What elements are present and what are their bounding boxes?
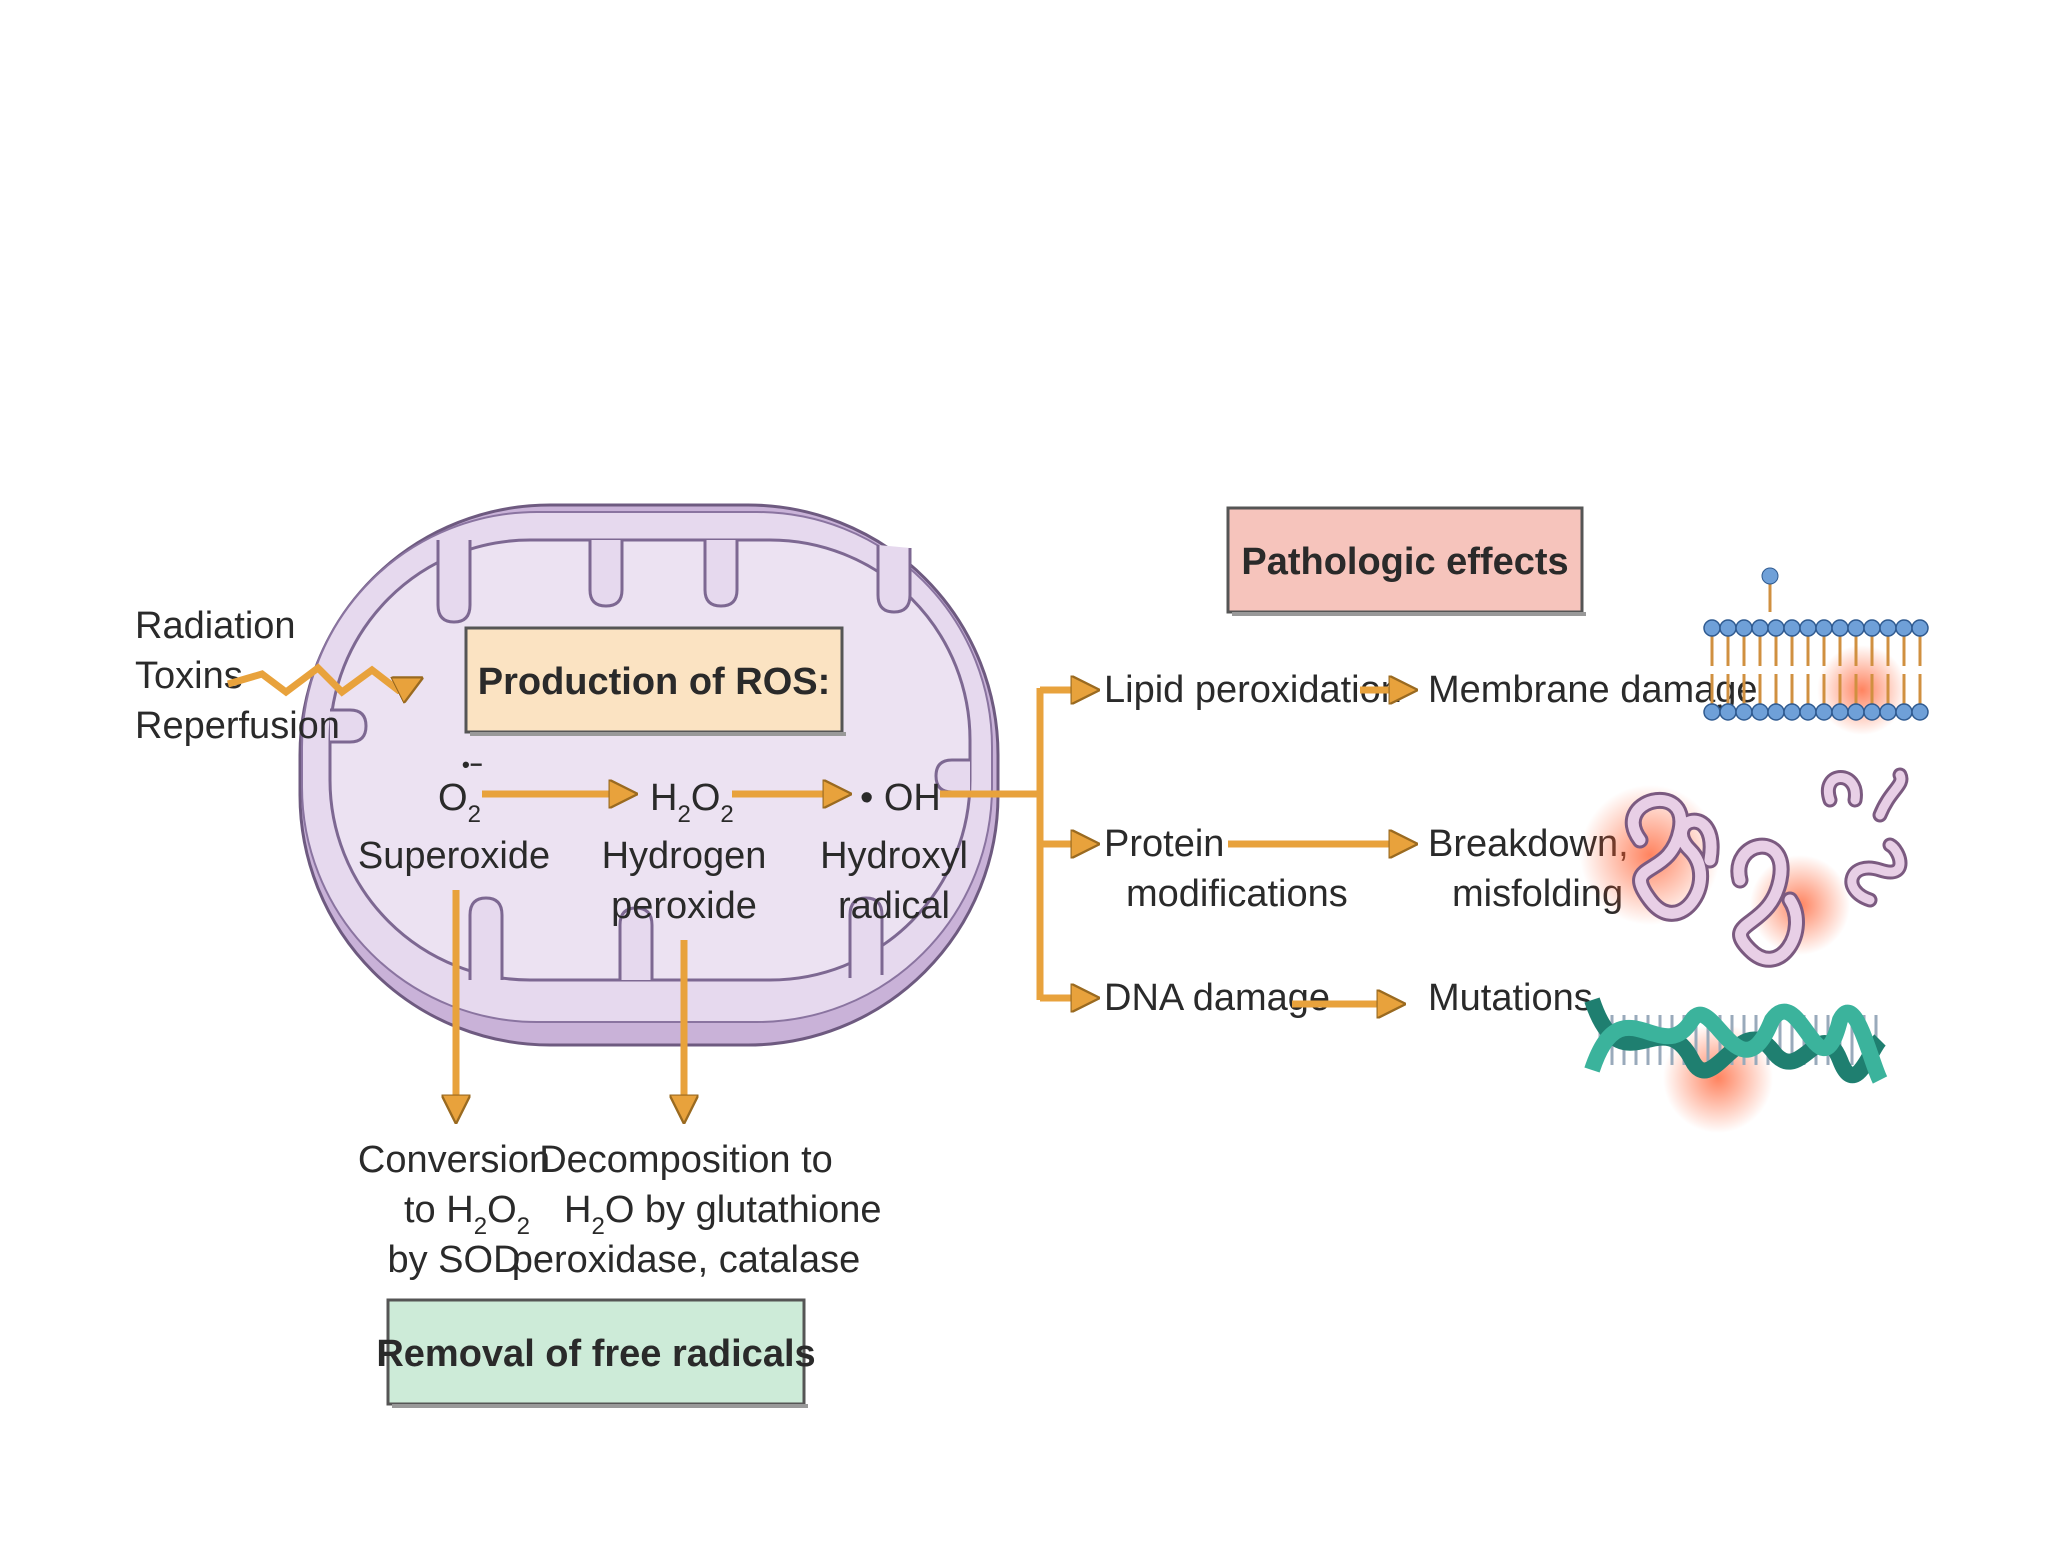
effects-branch xyxy=(940,688,1094,1000)
effect-lipid-peroxidation: Lipid peroxidation xyxy=(1104,669,1402,711)
h2o2-label-line2: peroxide xyxy=(611,885,757,927)
pathologic-box-label: Pathologic effects xyxy=(1241,541,1568,583)
svg-text:O2: O2 xyxy=(438,777,481,828)
production-box: Production of ROS: xyxy=(464,626,846,736)
effect-mutations: Mutations xyxy=(1428,977,1593,1019)
svg-text:peroxidase, catalase: peroxidase, catalase xyxy=(512,1239,861,1281)
misfolded-protein-icon xyxy=(1580,767,1909,968)
svg-text:Decomposition to: Decomposition to xyxy=(539,1139,833,1181)
svg-text:Conversion: Conversion xyxy=(358,1139,550,1181)
membrane-bilayer-icon xyxy=(1703,567,1929,735)
h2o2-formula: H2O2 xyxy=(650,777,734,828)
dna-helix-icon xyxy=(1584,997,1888,1133)
svg-text:to H2O2: to H2O2 xyxy=(404,1189,530,1240)
effect-protein-line1: Protein xyxy=(1104,823,1224,865)
superoxide-label: Superoxide xyxy=(358,835,550,877)
mitochondrion xyxy=(298,503,1000,1047)
hydroxyl-label-line2: radical xyxy=(838,885,950,927)
zigzag-arrow xyxy=(227,663,418,692)
causes-list: Radiation Toxins Reperfusion xyxy=(135,605,340,747)
removal-sod-text: Conversion to H2O2 by SOD xyxy=(358,1139,550,1281)
svg-text:H2O by glutathione: H2O by glutathione xyxy=(564,1189,882,1240)
production-box-label: Production of ROS: xyxy=(478,661,831,703)
removal-glutathione-text: Decomposition to H2O by glutathione pero… xyxy=(512,1139,882,1281)
superoxide-charge: •− xyxy=(462,752,483,777)
hydroxyl-label-line1: Hydroxyl xyxy=(820,835,968,877)
cristae xyxy=(330,540,970,980)
cause-reperfusion: Reperfusion xyxy=(135,705,340,747)
removal-box: Removal of free radicals xyxy=(376,1298,816,1408)
h2o2-label-line1: Hydrogen xyxy=(602,835,767,877)
effect-membrane-damage: Membrane damage xyxy=(1428,669,1758,711)
effect-protein-line2: modifications xyxy=(1126,873,1348,915)
svg-text:by SOD: by SOD xyxy=(387,1239,520,1281)
cause-toxins: Toxins xyxy=(135,655,243,697)
cause-radiation: Radiation xyxy=(135,605,296,647)
superoxide-formula: O2 •− xyxy=(438,752,483,828)
hydroxyl-formula: • OH xyxy=(860,777,941,819)
removal-box-label: Removal of free radicals xyxy=(376,1333,815,1375)
pathologic-box: Pathologic effects xyxy=(1226,506,1586,616)
effect-dna-damage: DNA damage xyxy=(1104,977,1330,1019)
